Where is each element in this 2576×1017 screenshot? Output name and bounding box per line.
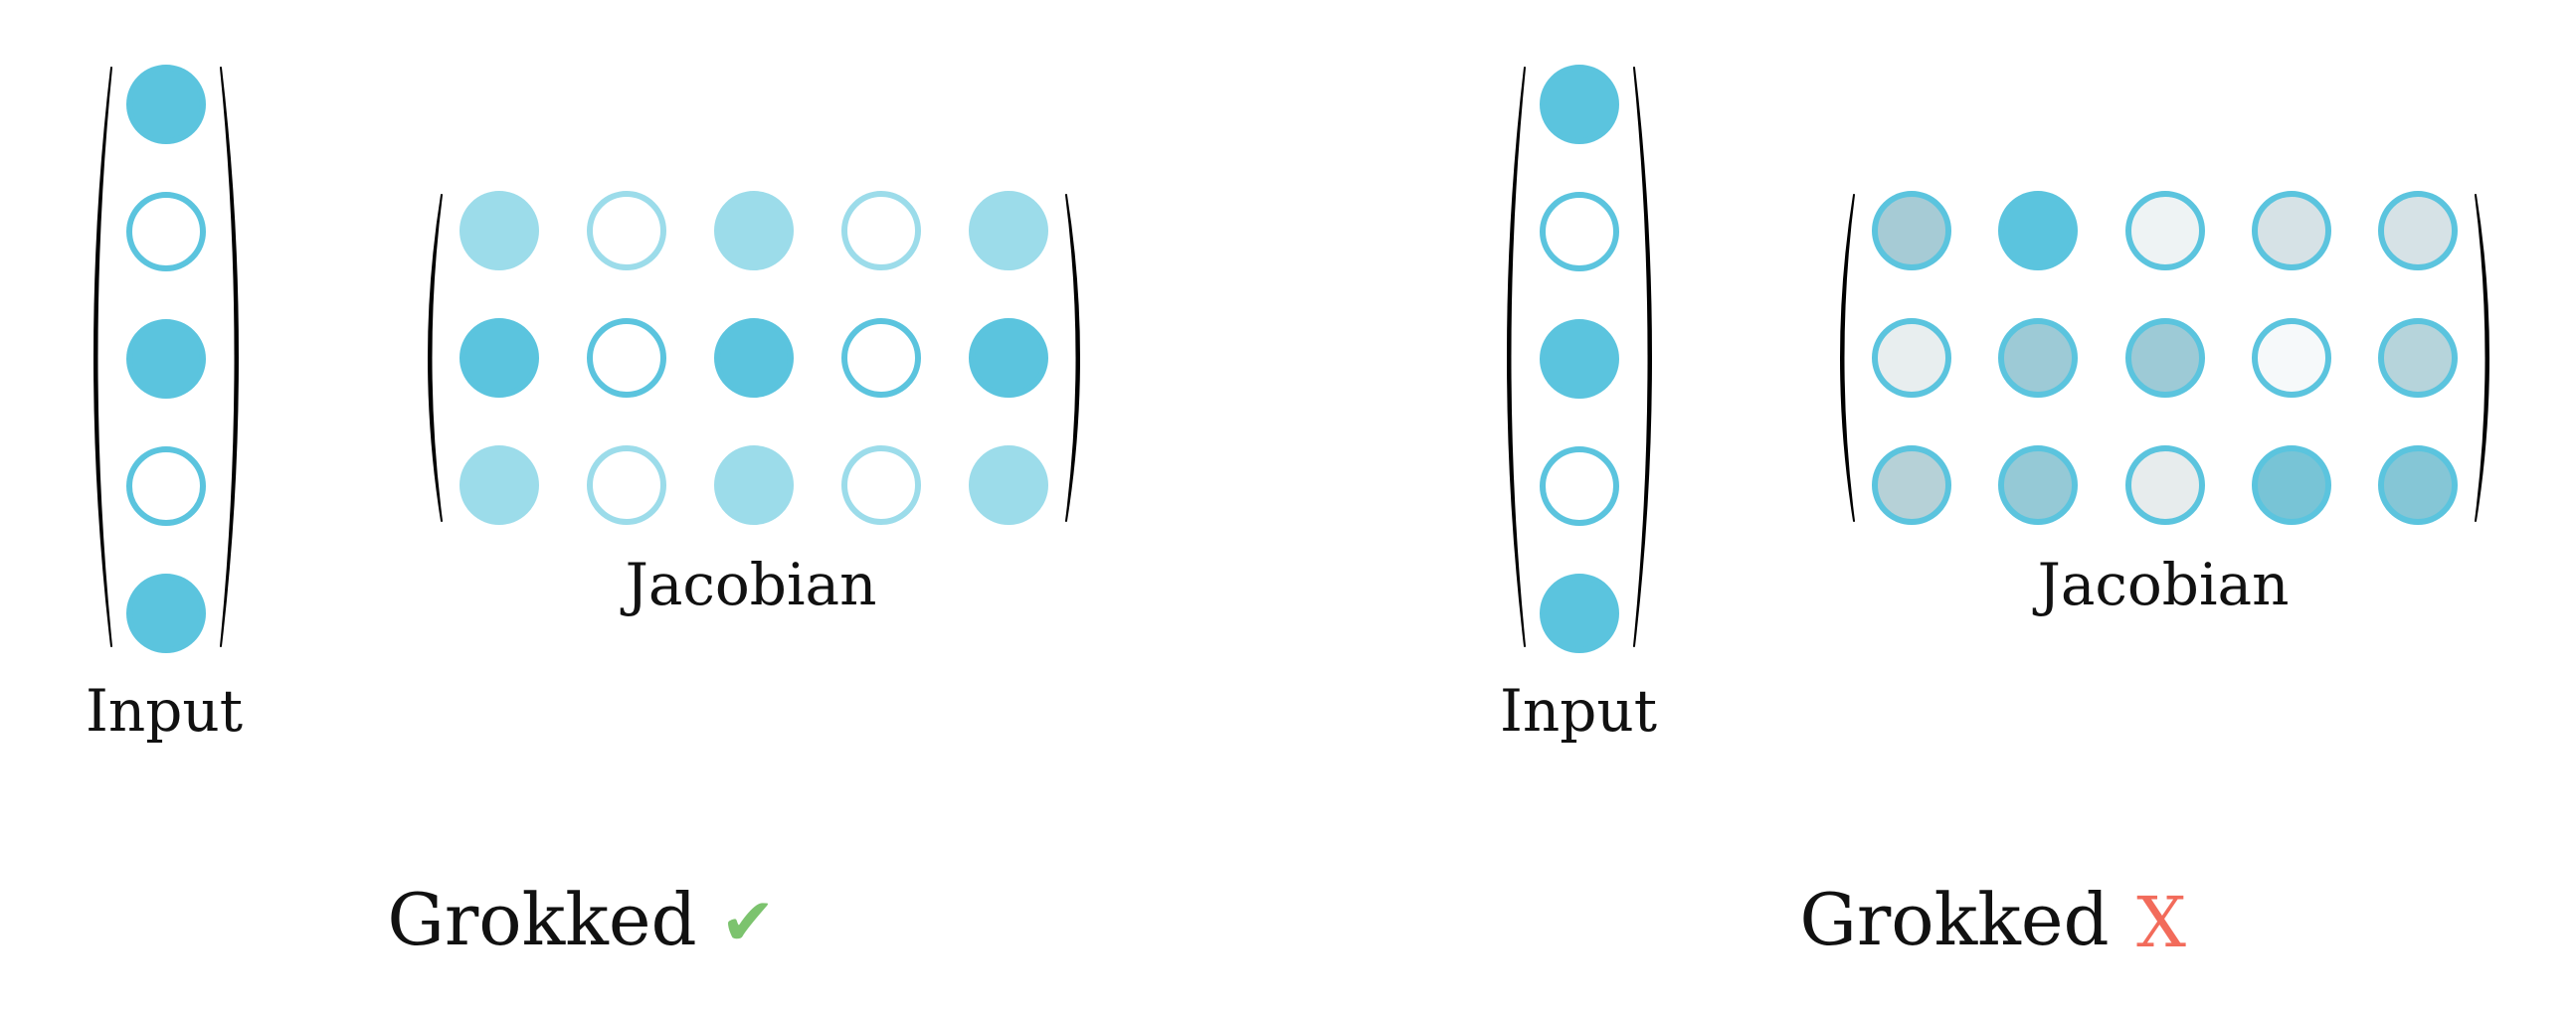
jacobian-bracket-right	[2475, 194, 2489, 522]
jacobian-cell	[2378, 191, 2458, 270]
jacobian-cell	[2252, 318, 2331, 398]
jacobian-cell	[2378, 445, 2458, 525]
jacobian-cell	[587, 318, 666, 398]
input-bracket-right	[1633, 67, 1652, 647]
jacobian-matrix	[1872, 191, 2458, 525]
check-icon: ✔	[720, 884, 775, 960]
jacobian-label: Jacobian	[2033, 551, 2290, 618]
jacobian-bracket-right	[1065, 194, 1080, 522]
jacobian-cell	[2252, 445, 2331, 525]
input-label: Input	[1500, 677, 1657, 745]
jacobian-cell	[1872, 318, 1951, 398]
input-bracket-right	[220, 67, 239, 647]
jacobian-cell	[969, 445, 1048, 525]
input-cell	[126, 65, 206, 144]
input-cell	[1540, 65, 1619, 144]
jacobian-cell	[460, 318, 539, 398]
input-cell	[1540, 192, 1619, 271]
jacobian-cell	[587, 191, 666, 270]
result-label: Grokked	[387, 878, 696, 961]
jacobian-cell	[714, 191, 794, 270]
jacobian-cell	[841, 318, 921, 398]
result-label: Grokked	[1799, 878, 2109, 961]
jacobian-cell	[1872, 445, 1951, 525]
input-cell	[1540, 319, 1619, 399]
input-label: Input	[86, 677, 243, 745]
input-vector	[1540, 65, 1619, 653]
jacobian-cell	[969, 191, 1048, 270]
jacobian-cell	[969, 318, 1048, 398]
jacobian-bracket-left	[428, 194, 443, 522]
jacobian-cell	[460, 191, 539, 270]
jacobian-cell	[2378, 318, 2458, 398]
jacobian-matrix	[460, 191, 1048, 525]
input-cell	[1540, 574, 1619, 653]
panel-right: Input Jacobian Grokked X	[1500, 65, 2489, 963]
jacobian-cell	[1998, 191, 2078, 270]
input-cell	[1540, 446, 1619, 526]
input-bracket-left	[93, 67, 112, 647]
input-cell	[126, 192, 206, 271]
jacobian-cell	[2252, 191, 2331, 270]
jacobian-cell	[2125, 318, 2205, 398]
jacobian-bracket-left	[1840, 194, 1855, 522]
panel-left: Input Jacobian Grokked ✔	[86, 65, 1080, 961]
input-cell	[126, 574, 206, 653]
jacobian-cell	[2125, 191, 2205, 270]
jacobian-cell	[714, 445, 794, 525]
input-bracket-left	[1507, 67, 1526, 647]
input-cell	[126, 319, 206, 399]
jacobian-cell	[714, 318, 794, 398]
jacobian-cell	[460, 445, 539, 525]
cross-icon: X	[2136, 882, 2186, 963]
jacobian-cell	[1872, 191, 1951, 270]
jacobian-cell	[1998, 445, 2078, 525]
jacobian-cell	[587, 445, 666, 525]
input-cell	[126, 446, 206, 526]
jacobian-cell	[1998, 318, 2078, 398]
jacobian-label: Jacobian	[621, 551, 877, 618]
input-vector	[126, 65, 206, 653]
jacobian-cell	[841, 445, 921, 525]
jacobian-cell	[2125, 445, 2205, 525]
jacobian-cell	[841, 191, 921, 270]
